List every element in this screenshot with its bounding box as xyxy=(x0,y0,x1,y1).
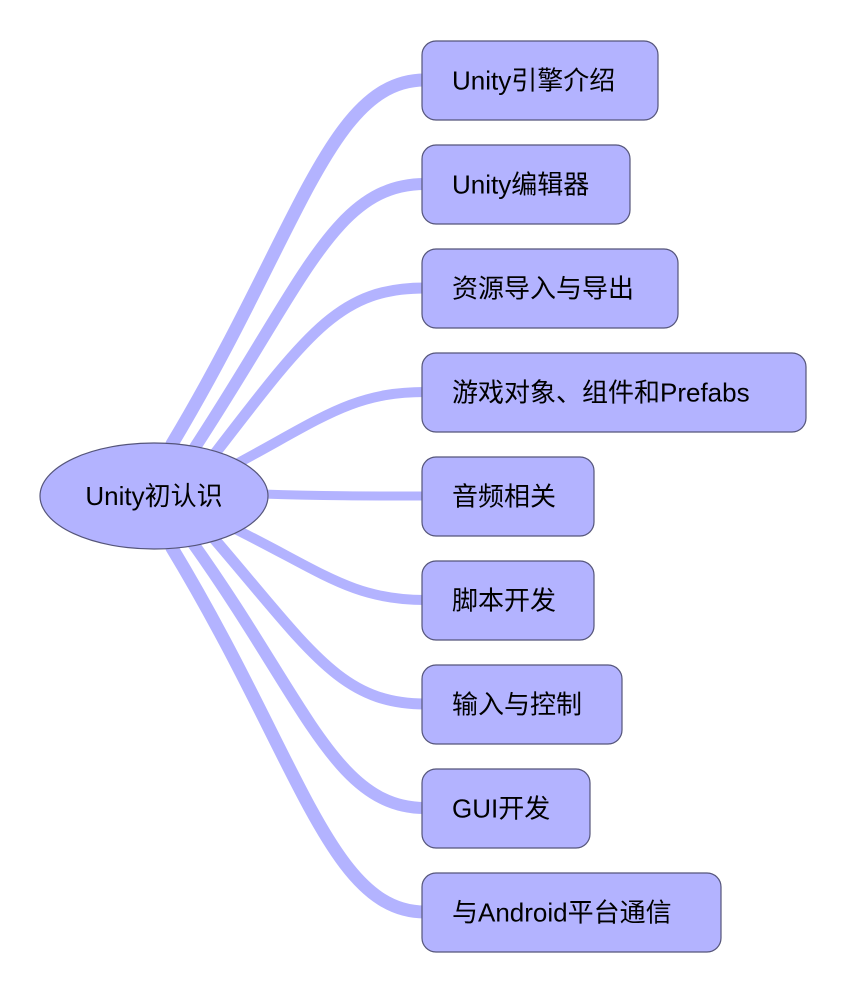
topic-node[interactable]: 游戏对象、组件和Prefabs xyxy=(421,352,807,433)
root-node[interactable]: Unity初认识 xyxy=(39,442,269,550)
topic-node[interactable]: Unity引擎介绍 xyxy=(421,40,659,121)
branch-connector xyxy=(220,519,430,605)
root-node-shape xyxy=(39,442,269,550)
topic-node-label: Unity编辑器 xyxy=(452,170,589,200)
topic-node-shape xyxy=(421,664,623,745)
topic-node[interactable]: 输入与控制 xyxy=(421,664,623,745)
topic-node-shape xyxy=(421,456,595,537)
branch-connector xyxy=(165,73,432,451)
topic-node-shape xyxy=(421,560,595,641)
branch-connector xyxy=(204,282,431,466)
topic-node-label: Unity引擎介绍 xyxy=(452,66,615,96)
topic-node-label: 资源导入与导出 xyxy=(452,274,634,304)
topic-node-label: 与Android平台通信 xyxy=(452,898,672,928)
topic-node-shape xyxy=(421,872,722,953)
topic-node[interactable]: 脚本开发 xyxy=(421,560,595,641)
topic-node-shape xyxy=(421,40,659,121)
topic-node-shape xyxy=(421,352,807,433)
topic-node-label: 脚本开发 xyxy=(452,586,556,616)
topic-node-shape xyxy=(421,768,591,849)
topic-node-label: 音频相关 xyxy=(452,482,556,512)
topic-node-label: GUI开发 xyxy=(452,794,550,824)
branch-connector xyxy=(220,387,430,475)
branch-connector xyxy=(186,536,431,814)
topic-node-label: 游戏对象、组件和Prefabs xyxy=(452,378,750,408)
branch-connector xyxy=(186,178,431,458)
topic-node-shape xyxy=(421,144,631,225)
topic-node[interactable]: GUI开发 xyxy=(421,768,591,849)
branch-connector xyxy=(204,528,431,710)
topic-node-shape xyxy=(421,248,679,329)
branch-connector xyxy=(165,541,432,919)
topic-node[interactable]: Unity编辑器 xyxy=(421,144,631,225)
topic-node-label: 输入与控制 xyxy=(452,690,582,720)
root-node-label: Unity初认识 xyxy=(85,481,222,511)
topic-node[interactable]: 与Android平台通信 xyxy=(421,872,722,953)
topic-node[interactable]: 资源导入与导出 xyxy=(421,248,679,329)
topic-node[interactable]: 音频相关 xyxy=(421,456,595,537)
branch-connectors xyxy=(165,73,432,919)
branch-connector xyxy=(257,489,430,501)
